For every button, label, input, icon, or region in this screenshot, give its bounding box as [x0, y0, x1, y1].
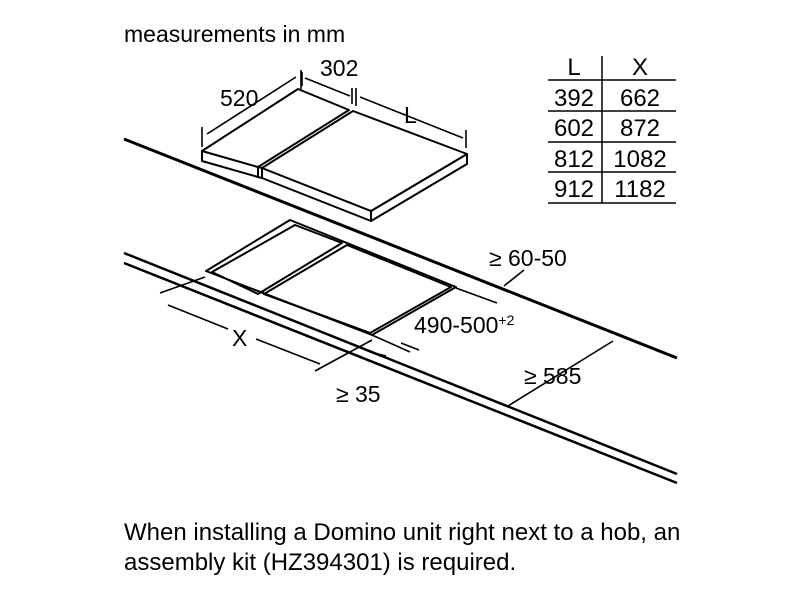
dim-label-worktop-depth: ≥ 585	[524, 363, 581, 389]
table-cell: 1182	[614, 176, 666, 203]
dim-label-302: 302	[320, 55, 358, 81]
dim-label-cutout-depth: 490-500+2	[414, 312, 515, 338]
dim-label-front-clearance: ≥ 35	[336, 381, 381, 407]
table-cell: 812	[554, 146, 594, 173]
worktop-back-edge	[123, 137, 678, 360]
dim-length-l	[355, 88, 467, 148]
measurements-heading: measurements in mm	[124, 21, 345, 47]
dim-width-302	[301, 72, 353, 104]
worktop-front-edge-bottom	[123, 261, 678, 485]
table-header-l: L	[567, 54, 580, 81]
assembly-kit-note: When installing a Domino unit right next…	[124, 519, 681, 576]
dim-cutout-x	[159, 276, 373, 372]
table-header-x: X	[632, 54, 648, 81]
dim-front-clearance-line	[369, 351, 387, 357]
table-cell: 392	[554, 85, 594, 112]
table-cell: 872	[620, 115, 660, 142]
dim-label-x: X	[232, 325, 247, 351]
size-table: L X 392 662 602 872 812 1082 912 1182	[548, 54, 676, 204]
table-cell: 662	[620, 85, 660, 112]
dim-worktop-depth-line	[507, 340, 614, 407]
dim-label-520: 520	[220, 85, 258, 111]
dim-depth-520	[201, 70, 302, 147]
table-cell: 912	[554, 176, 594, 203]
dim-label-rear-clearance: ≥ 60-50	[489, 245, 567, 271]
worktop-front-edge-top	[123, 251, 678, 476]
worktop-cutout	[205, 219, 457, 336]
table-cell: 602	[554, 115, 594, 142]
table-cell: 1082	[613, 146, 666, 173]
hob-appliance	[201, 88, 468, 222]
dim-label-l: L	[404, 102, 417, 128]
dim-cutout-depth	[371, 287, 498, 353]
dim-rear-clearance-line	[503, 269, 525, 287]
